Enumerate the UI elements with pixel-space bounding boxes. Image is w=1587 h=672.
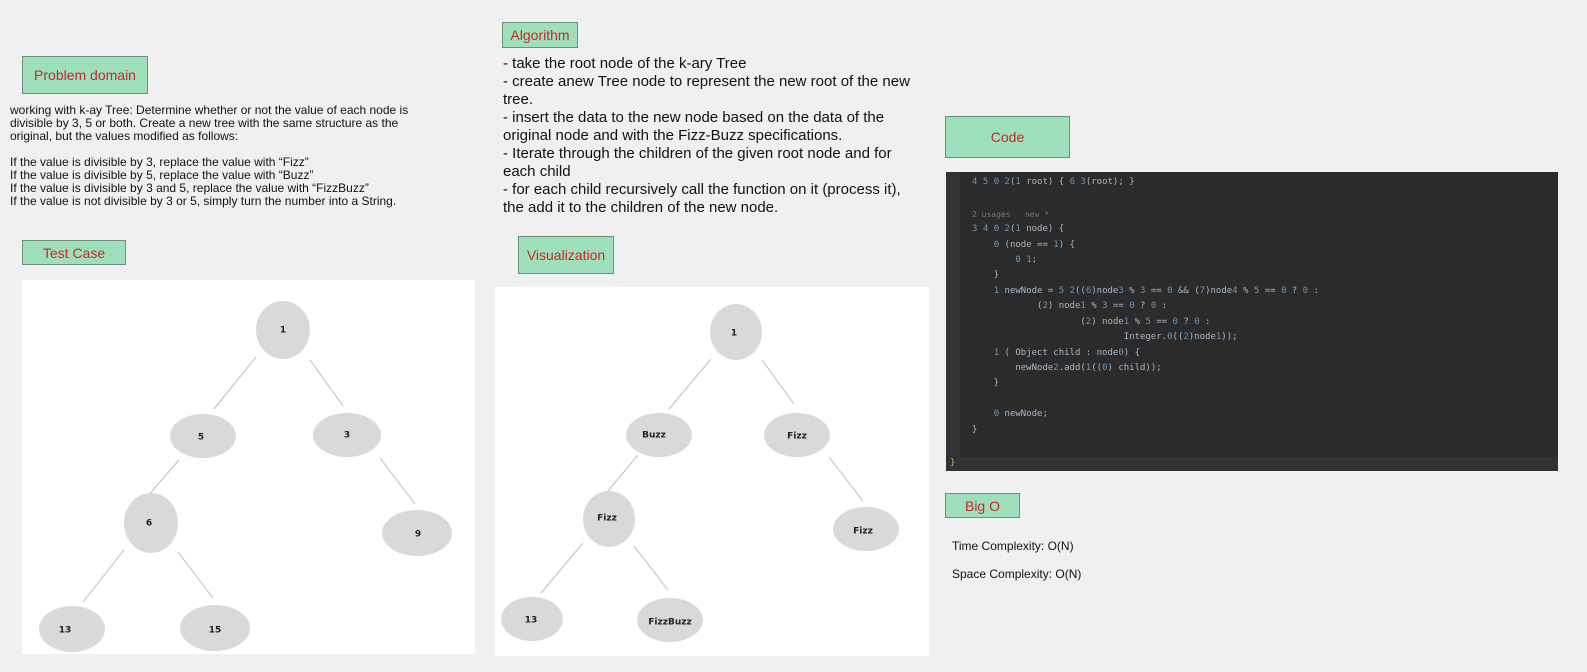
node-label: Buzz xyxy=(642,431,666,441)
tree-edge xyxy=(606,454,639,493)
tree-edge xyxy=(177,551,214,599)
tree-edge xyxy=(633,545,669,591)
tree-node: Fizz xyxy=(833,507,899,551)
tree-edge xyxy=(213,356,257,410)
tree-node: 6 xyxy=(124,493,178,553)
node-label: 5 xyxy=(198,433,204,443)
problem-domain-label-text: Problem domain xyxy=(34,67,136,83)
code-line: 3 4 0 2(1 node) { xyxy=(972,224,1065,234)
tree-node: 9 xyxy=(382,510,452,556)
code-line: 4 5 0 2(1 root) { 6 3(root); } xyxy=(972,177,1135,187)
tree-node: Buzz xyxy=(626,413,692,457)
code-line: 2 usages new * xyxy=(972,210,1050,219)
visualization-tree-panel: 1 Buzz Fizz Fizz Fizz 13 FizzBuzz xyxy=(495,287,929,656)
tree-node: 1 xyxy=(710,304,762,360)
code-line: (2) node1 % 3 == 0 ? 0 : xyxy=(972,301,1168,311)
code-line: (2) node1 % 5 == 0 ? 0 : xyxy=(972,317,1211,327)
code-line: 1 newNode = 5 2((6)node3 % 3 == 0 && (7)… xyxy=(993,286,1319,296)
code-line: 0 newNode; xyxy=(993,409,1048,419)
tree-edge xyxy=(761,359,795,405)
tree-node: 15 xyxy=(180,605,250,651)
visualization-tree: 1 Buzz Fizz Fizz Fizz 13 FizzBuzz xyxy=(501,304,899,642)
code-label: Code xyxy=(945,116,1070,158)
tree-edge xyxy=(309,359,344,407)
node-label: 9 xyxy=(415,530,421,540)
node-label: Fizz xyxy=(597,514,617,524)
node-label: Fizz xyxy=(787,432,807,442)
tree-edge xyxy=(82,549,125,603)
code-gutter xyxy=(946,172,960,471)
test-case-label: Test Case xyxy=(22,240,126,265)
code-current-line-bar xyxy=(946,457,1558,471)
code-line: } xyxy=(950,458,956,468)
visualization-label: Visualization xyxy=(518,236,614,274)
node-label: 15 xyxy=(209,626,222,636)
code-line: newNode2.add(1((0) child)); xyxy=(972,363,1162,373)
node-label: 13 xyxy=(525,616,538,626)
tree-edge xyxy=(668,358,712,410)
tree-node: 13 xyxy=(501,597,563,641)
big-o-label-text: Big O xyxy=(964,497,1000,514)
algorithm-label: Algorithm xyxy=(502,22,578,48)
node-label: FizzBuzz xyxy=(648,618,691,628)
space-complexity: Space Complexity: O(N) xyxy=(952,567,1082,581)
node-label: Fizz xyxy=(853,527,873,537)
code-label-text: Code xyxy=(990,129,1025,145)
problem-description: working with k-ay Tree: Determine whethe… xyxy=(10,103,409,208)
tree-edge xyxy=(540,542,584,594)
code-line: 0 1; xyxy=(1015,255,1038,265)
node-label: 1 xyxy=(731,329,737,339)
code-line: Integer.0((2)node1)); xyxy=(972,332,1238,342)
code-line: } xyxy=(972,425,978,435)
node-label: 13 xyxy=(59,626,72,636)
node-label: 3 xyxy=(344,431,350,441)
code-line: 1 ( Object child : node0) { xyxy=(993,348,1141,358)
time-complexity: Time Complexity: O(N) xyxy=(952,539,1074,553)
node-label: 6 xyxy=(146,519,152,529)
test-case-tree-panel: 1 5 3 6 9 13 15 xyxy=(22,280,475,654)
test-case-tree: 1 5 3 6 9 13 15 xyxy=(39,301,452,652)
visualization-label-text: Visualization xyxy=(526,247,606,263)
tree-node: 1 xyxy=(256,301,310,359)
tree-node: Fizz xyxy=(764,413,830,457)
tree-node: 3 xyxy=(313,413,381,457)
code-line: } xyxy=(972,270,1000,280)
algorithm-label-text: Algorithm xyxy=(510,27,570,43)
problem-domain-label: Problem domain xyxy=(22,56,148,94)
tree-node: FizzBuzz xyxy=(637,598,703,642)
code-editor[interactable]: 4 5 0 2(1 root) { 6 3(root); } 2 usages n… xyxy=(946,172,1558,471)
code-line: } xyxy=(972,378,1000,388)
tree-edge xyxy=(828,456,864,502)
algorithm-steps: - take the root node of the k-ary Tree -… xyxy=(503,55,910,216)
test-case-label-text: Test Case xyxy=(42,244,106,261)
tree-node: 13 xyxy=(39,606,105,652)
tree-edge xyxy=(145,459,180,499)
code-line: 0 (node == 1) { xyxy=(993,240,1075,250)
tree-edge xyxy=(379,457,416,505)
tree-node: 5 xyxy=(170,414,236,458)
big-o-details: Time Complexity: O(N) Space Complexity: … xyxy=(952,525,1081,595)
node-label: 1 xyxy=(280,326,286,336)
big-o-label: Big O xyxy=(945,493,1020,518)
tree-node: Fizz xyxy=(583,491,635,547)
